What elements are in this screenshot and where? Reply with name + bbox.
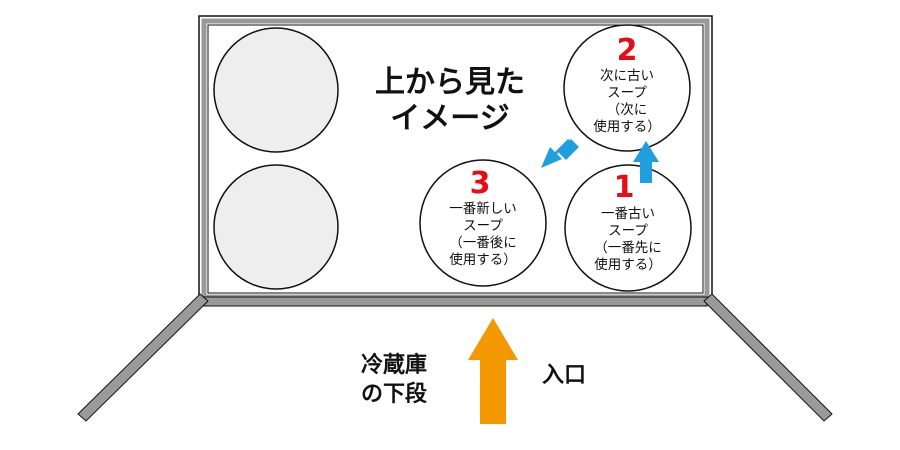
soup-label-2-line3: （次に bbox=[607, 102, 648, 118]
fridge-lower-shelf-label-line2: の下段 bbox=[361, 381, 427, 407]
soup-label-2-line2: スープ bbox=[607, 85, 647, 101]
soup-label-1-line4: 使用する） bbox=[594, 256, 662, 273]
soup-label-3-line1: 一番新しい bbox=[449, 201, 517, 217]
left-door bbox=[77, 293, 209, 422]
soup-container-3: 3 一番新しい スープ （一番後に 使用する） bbox=[419, 159, 547, 287]
soup-label-3-line4: 使用する） bbox=[449, 251, 517, 268]
soup-container-2: 2 次に古い スープ （次に 使用する） bbox=[563, 24, 691, 152]
arrow-diagonal-blue-icon bbox=[541, 139, 577, 168]
arrow-diagonal-blue-body bbox=[558, 139, 579, 160]
entrance-label: 入口 bbox=[542, 363, 586, 388]
soup-label-2-line1: 次に古い bbox=[600, 68, 654, 84]
fridge-frame-inner-edge bbox=[207, 24, 704, 294]
view-heading-line2: イメージ bbox=[390, 101, 509, 136]
soup-label-2-line4: 使用する） bbox=[593, 118, 661, 135]
soup-label-3-line3: （一番後に bbox=[449, 235, 517, 251]
view-heading-line1: 上から見た bbox=[375, 65, 525, 100]
soup-number-1: 1 bbox=[614, 170, 635, 205]
empty-container-bottom-left bbox=[213, 164, 339, 290]
empty-container-top-left bbox=[213, 27, 339, 153]
arrow-up-orange-icon bbox=[468, 318, 518, 424]
soup-number-2: 2 bbox=[617, 33, 638, 68]
arrow-up-blue-icon bbox=[633, 141, 659, 183]
shelf-bar bbox=[203, 296, 708, 307]
soup-label-3-line2: スープ bbox=[463, 218, 503, 234]
soup-label-1-line3: （一番先に bbox=[594, 240, 662, 256]
soup-number-3: 3 bbox=[470, 166, 491, 201]
soup-label-1-line2: スープ bbox=[608, 223, 648, 239]
right-door bbox=[703, 293, 833, 422]
soup-label-1-line1: 一番古い bbox=[601, 206, 655, 222]
soup-container-1: 1 一番古い スープ （一番先に 使用する） bbox=[564, 164, 692, 292]
fridge-lower-shelf-label-line1: 冷蔵庫 bbox=[361, 352, 427, 378]
